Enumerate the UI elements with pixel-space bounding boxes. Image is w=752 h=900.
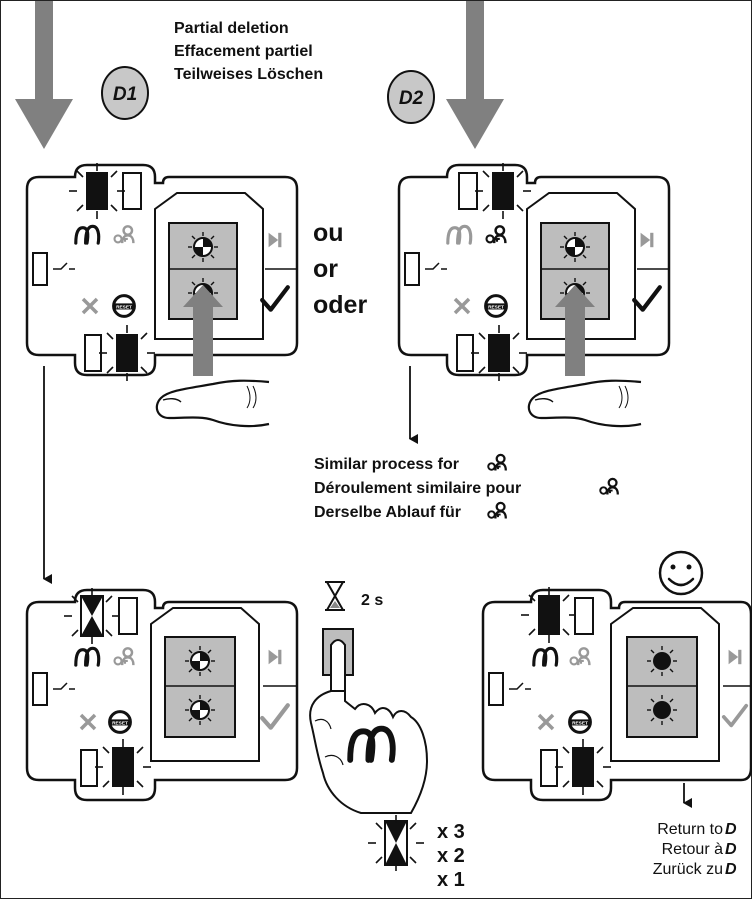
side-slot xyxy=(32,252,48,286)
led-slot-top xyxy=(122,172,142,210)
press-arrow-right xyxy=(555,285,595,376)
similar-line-2: Déroulement similaire pour xyxy=(314,480,521,497)
return-target-2: D xyxy=(725,841,737,858)
device-top-left xyxy=(25,162,299,382)
key-user-icon xyxy=(486,453,508,472)
return-target-1: D xyxy=(725,821,737,838)
switch-icon xyxy=(53,682,75,690)
device-bottom-right xyxy=(481,586,752,802)
top-arrow-left xyxy=(15,1,73,149)
finger-icon xyxy=(527,379,643,428)
led-slot-bottom-active xyxy=(488,334,510,372)
heading-line-1: Partial deletion xyxy=(174,20,289,37)
return-line-2: Retour à xyxy=(662,841,723,858)
similar-line-1: Similar process for xyxy=(314,456,459,473)
blink-count-2: x 2 xyxy=(437,845,465,867)
alt-word-en: or xyxy=(313,255,338,283)
press-arrow-left xyxy=(183,285,223,376)
blink-hourglass-icon xyxy=(81,596,103,636)
key-user-icon xyxy=(598,477,620,496)
smiley-icon xyxy=(658,550,704,596)
badge-d1-label: D1 xyxy=(113,84,137,105)
similar-line-3: Derselbe Ablauf für xyxy=(314,504,461,521)
alt-word-fr: ou xyxy=(313,219,344,247)
led-slot-bottom xyxy=(84,334,102,372)
side-slot xyxy=(32,672,48,706)
device-top-right xyxy=(397,162,671,382)
side-slot xyxy=(488,672,504,706)
switch-icon xyxy=(425,262,447,270)
alt-word-de: oder xyxy=(313,291,367,319)
led-slot-top-active xyxy=(538,595,560,635)
cross-icon xyxy=(537,713,555,731)
hourglass-icon xyxy=(323,580,347,612)
key-user-icon xyxy=(486,501,508,520)
led-slot-top-active xyxy=(492,172,514,210)
switch-icon xyxy=(53,262,75,270)
return-line-1: Return to xyxy=(657,821,723,838)
return-target-3: D xyxy=(725,861,737,878)
cross-icon xyxy=(79,713,97,731)
badge-d2-label: D2 xyxy=(399,88,424,109)
device-bottom-left xyxy=(25,587,299,802)
badge-d2: D2 xyxy=(387,70,435,124)
return-line-3: Zurück zu xyxy=(653,861,723,878)
led-slot-bottom xyxy=(80,749,98,787)
similar-process-note: Similar process for Déroulement similair… xyxy=(314,453,620,521)
led-slot-bottom xyxy=(456,334,474,372)
top-arrow-right xyxy=(446,1,504,149)
blink-indicator xyxy=(367,814,425,872)
cross-icon xyxy=(81,297,99,315)
hold-time-label: 2 s xyxy=(361,592,383,609)
switch-icon xyxy=(509,682,531,690)
blink-count-1: x 1 xyxy=(437,869,465,891)
badge-d1: D1 xyxy=(101,66,149,120)
led-slot-top xyxy=(118,597,138,635)
led-slot-top xyxy=(458,172,478,210)
heading-line-3: Teilweises Löschen xyxy=(174,66,323,83)
side-slot xyxy=(404,252,420,286)
led-slot-bottom-active xyxy=(572,747,594,787)
cross-icon xyxy=(453,297,471,315)
pressing-hand xyxy=(309,628,429,814)
finger-icon xyxy=(155,379,271,428)
blink-count-3: x 3 xyxy=(437,821,465,843)
led-slot-bottom-active xyxy=(112,747,134,787)
led-slot-bottom xyxy=(540,749,558,787)
return-note: Return to D Retour à D Zurück zu D xyxy=(653,821,737,878)
led-slot-top xyxy=(574,597,594,635)
heading-line-2: Effacement partiel xyxy=(174,43,313,60)
led-slot-bottom-active xyxy=(116,334,138,372)
led-slot-top-active xyxy=(86,172,108,210)
